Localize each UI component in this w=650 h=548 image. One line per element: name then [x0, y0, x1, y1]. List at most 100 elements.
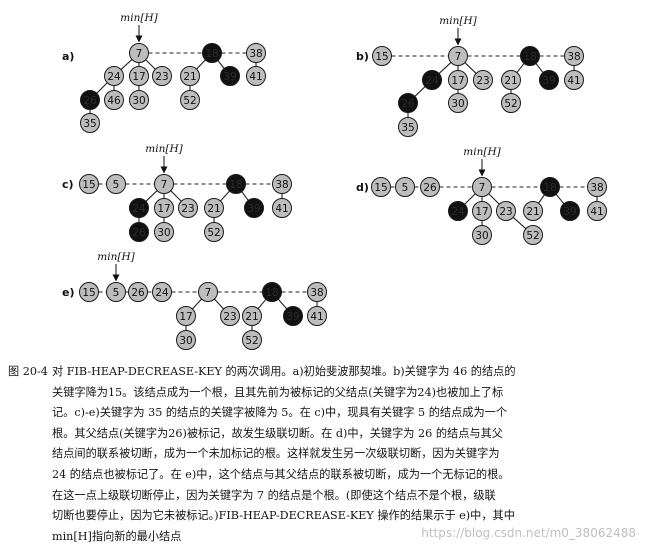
svg-text:min[H]: min[H]	[145, 143, 183, 155]
heap-node-38: 38	[564, 46, 584, 66]
heap-node-24: 24	[422, 70, 442, 90]
watermark: https://blog.csdn.net/m0_38062488	[421, 526, 636, 540]
svg-text:min[H]: min[H]	[439, 15, 477, 27]
heap-node-52: 52	[501, 93, 521, 113]
tree-edge	[257, 298, 267, 310]
svg-text:21: 21	[245, 311, 258, 323]
heap-node-26: 26	[128, 282, 148, 302]
panel-label: a)	[62, 50, 74, 63]
svg-text:18: 18	[229, 179, 242, 191]
caption-line-6: 24 的结点也被标记了。在 e)中，这个结点与其父结点的联系被切断，成为一个无标…	[52, 467, 510, 481]
heap-node-23: 23	[220, 306, 240, 326]
svg-text:30: 30	[132, 95, 145, 107]
heap-node-26: 26	[398, 93, 418, 113]
svg-text:15: 15	[374, 182, 387, 194]
heap-node-41: 41	[246, 66, 266, 86]
svg-text:18: 18	[543, 182, 556, 194]
heap-node-17: 17	[472, 201, 492, 221]
caption-label: 图 20-4	[8, 365, 48, 378]
svg-text:41: 41	[567, 75, 580, 87]
heap-node-24: 24	[448, 201, 468, 221]
tree-edge	[170, 190, 182, 202]
heap-node-21: 21	[204, 198, 224, 218]
heap-node-41: 41	[307, 306, 327, 326]
heap-node-21: 21	[523, 201, 543, 221]
heap-node-18: 18	[520, 46, 540, 66]
heap-node-24: 24	[152, 282, 172, 302]
svg-text:30: 30	[451, 98, 464, 110]
svg-text:41: 41	[249, 71, 262, 83]
svg-text:52: 52	[183, 95, 196, 107]
tree-edge	[512, 216, 527, 230]
heap-node-7: 7	[198, 282, 218, 302]
heap-node-52: 52	[204, 222, 224, 242]
caption-line-4: 根。其父结点(关键字为26)被标记，故发生级联切断。在 d)中，关键字为 26 …	[52, 426, 503, 440]
panel-label: e)	[62, 286, 75, 299]
min-pointer: min[H]	[463, 146, 502, 177]
svg-text:26: 26	[423, 182, 437, 194]
svg-text:7: 7	[455, 51, 462, 63]
svg-text:21: 21	[504, 75, 517, 87]
heap-node-52: 52	[523, 225, 543, 245]
tree-edge	[464, 62, 477, 74]
tree-edge	[241, 191, 249, 201]
svg-text:15: 15	[82, 287, 95, 299]
svg-text:18: 18	[205, 48, 218, 60]
svg-text:18: 18	[265, 287, 278, 299]
svg-text:5: 5	[113, 287, 120, 299]
svg-text:15: 15	[375, 51, 388, 63]
heap-node-15: 15	[372, 46, 392, 66]
heap-node-21: 21	[242, 306, 262, 326]
svg-text:52: 52	[245, 335, 258, 347]
heap-node-35: 35	[398, 117, 418, 137]
panel-label: b)	[356, 50, 369, 63]
caption-line-9: min[H]指向新的最小结点	[52, 529, 182, 543]
heap-node-23: 23	[152, 66, 172, 86]
min-pointer: min[H]	[120, 12, 159, 43]
svg-text:min[H]: min[H]	[120, 12, 158, 24]
svg-text:30: 30	[179, 335, 192, 347]
heap-node-17: 17	[129, 66, 149, 86]
svg-text:39: 39	[563, 206, 576, 218]
heap-node-7: 7	[129, 43, 149, 63]
heap-node-30: 30	[176, 330, 196, 350]
svg-text:38: 38	[275, 179, 288, 191]
svg-text:17: 17	[475, 206, 488, 218]
svg-text:26: 26	[83, 95, 97, 107]
svg-text:35: 35	[401, 122, 414, 134]
svg-text:23: 23	[155, 71, 168, 83]
svg-text:26: 26	[132, 227, 146, 239]
heap-node-30: 30	[154, 222, 174, 242]
svg-text:39: 39	[247, 203, 260, 215]
svg-text:21: 21	[183, 71, 196, 83]
svg-text:17: 17	[179, 311, 192, 323]
heap-node-41: 41	[587, 201, 607, 221]
heap-node-30: 30	[448, 93, 468, 113]
heap-node-15: 15	[79, 282, 99, 302]
heap-node-17: 17	[448, 70, 468, 90]
heap-node-26: 26	[80, 90, 100, 110]
heap-node-15: 15	[79, 174, 99, 194]
tree-edge	[438, 62, 452, 74]
svg-text:24: 24	[451, 206, 465, 218]
svg-text:24: 24	[132, 203, 146, 215]
heap-node-39: 39	[283, 306, 303, 326]
svg-text:23: 23	[476, 75, 489, 87]
heap-node-18: 18	[540, 177, 560, 197]
svg-text:41: 41	[310, 311, 323, 323]
heap-node-23: 23	[178, 198, 198, 218]
svg-text:38: 38	[249, 48, 262, 60]
heap-node-7: 7	[154, 174, 174, 194]
svg-text:39: 39	[223, 71, 236, 83]
svg-text:46: 46	[107, 95, 121, 107]
fibonacci-heap-figure: a) 7 min[H] 18 38 24 17 23 21 39 41 26 46 30 52 35 b) 15 7…	[62, 12, 607, 350]
heap-node-52: 52	[242, 330, 262, 350]
svg-text:52: 52	[504, 98, 517, 110]
heap-node-18: 18	[226, 174, 246, 194]
heap-node-41: 41	[272, 198, 292, 218]
heap-node-18: 18	[262, 282, 282, 302]
caption-line-2: 关键字降为15。该结点成为一个根，且其先前为被标记的父结点(关键字为24)也被加…	[52, 385, 504, 399]
caption-line-5: 结点间的联系被切断，成为一个未加标记的根。这样就发生另一次级联切断，因为关键字为	[52, 447, 500, 461]
